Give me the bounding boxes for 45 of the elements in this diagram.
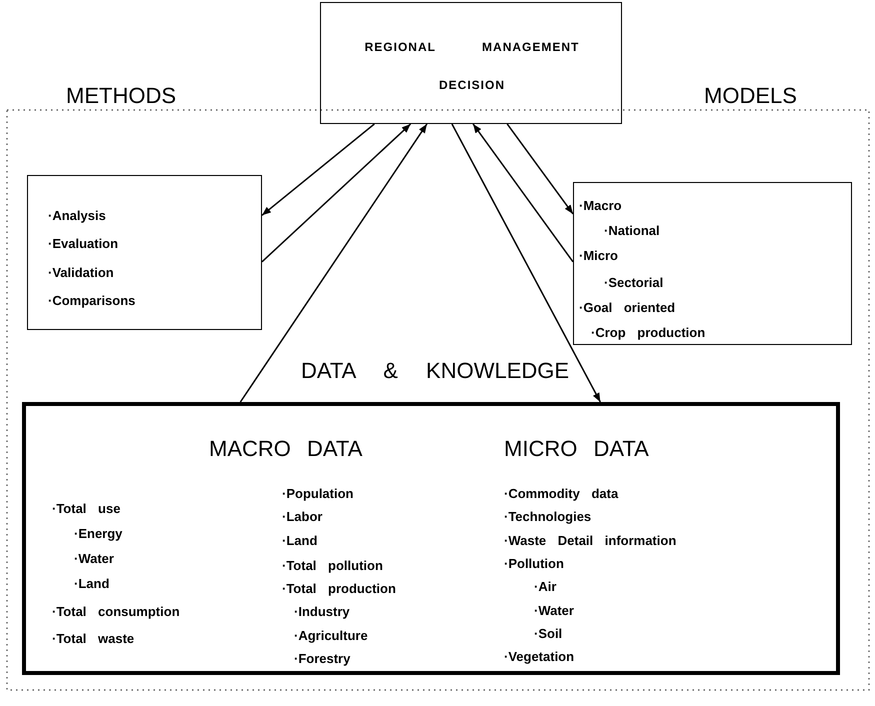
list-item: ·Waste Detail information (504, 533, 676, 549)
arrow (451, 124, 601, 402)
arrow (506, 124, 574, 214)
list-item: ·Total consumption (52, 604, 180, 620)
list-item: ·Commodity data (504, 486, 618, 502)
list-item: ·Total production (282, 581, 396, 597)
list-item: ·Total waste (52, 631, 134, 647)
list-item: ·Labor (282, 509, 322, 525)
arrow (262, 123, 412, 262)
list-item: ·Land (74, 576, 110, 592)
list-item: ·Agriculture (294, 628, 368, 644)
list-item: ·Forestry (294, 651, 350, 667)
list-item: ·Industry (294, 604, 350, 620)
list-item: ·Sectorial (604, 275, 664, 291)
section-heading: METHODS (66, 83, 176, 109)
list-item: ·Comparisons (48, 293, 136, 309)
list-item: ·Micro (579, 248, 618, 264)
list-item: ·Total use (52, 501, 120, 517)
section-heading: MODELS (704, 83, 797, 109)
arrow (240, 124, 428, 402)
list-item: ·Pollution (504, 556, 564, 572)
list-item: ·Land (282, 533, 318, 549)
list-item: ·Vegetation (504, 649, 574, 665)
list-item: ·Evaluation (48, 236, 118, 252)
decision-title: REGIONAL MANAGEMENT DECISION (364, 39, 580, 94)
section-heading: MACRO DATA (209, 436, 362, 462)
list-item: ·Air (534, 579, 556, 595)
list-item: ·Total pollution (282, 558, 383, 574)
list-item: ·Analysis (48, 208, 106, 224)
section-heading: DATA & KNOWLEDGE (300, 358, 570, 384)
decision-box (320, 2, 622, 124)
list-item: ·Water (534, 603, 574, 619)
list-item: ·Soil (534, 626, 562, 642)
arrow (262, 123, 375, 216)
list-item: ·Goal oriented (579, 300, 676, 316)
list-item: ·Crop production (591, 325, 706, 341)
list-item: ·Population (282, 486, 354, 502)
arrow (472, 124, 574, 262)
list-item: ·Energy (74, 526, 122, 542)
list-item: ·Technologies (504, 509, 592, 525)
list-item: ·National (604, 223, 660, 239)
list-item: ·Macro (579, 198, 622, 214)
list-item: ·Water (74, 551, 114, 567)
section-heading: MICRO DATA (504, 436, 649, 462)
list-item: ·Validation (48, 265, 114, 281)
